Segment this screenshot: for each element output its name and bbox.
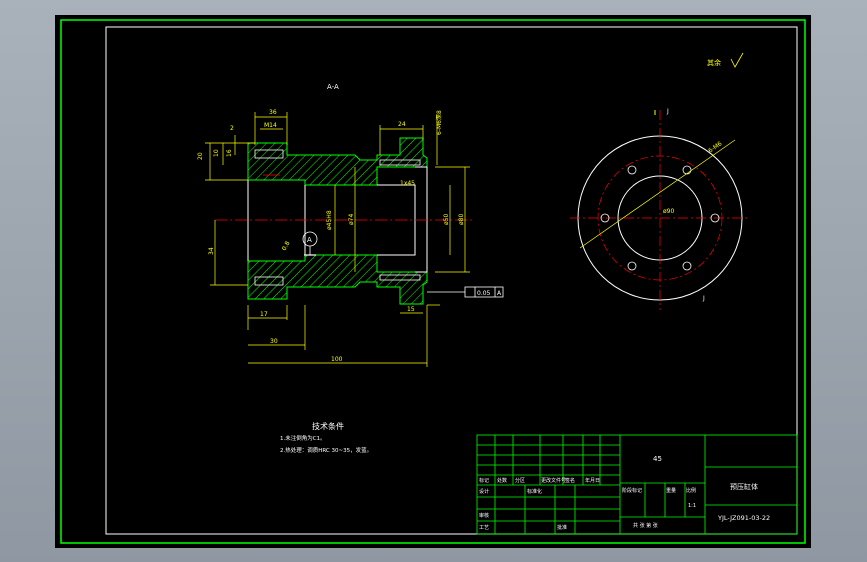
dim-17: 17 [260,311,268,318]
dim-74: ø74 [348,214,355,225]
dim-20: 20 [197,152,204,160]
dim-roughness: 0.8 [281,240,292,252]
bottom-wall-hatch [247,254,428,305]
tolerance-datum: A [497,290,502,297]
tb-zhongliang: 重量 [666,487,676,494]
tb-biaoji: 标记 [479,477,489,484]
dimension-texts: 36 M14 24 2 20 10 16 6-M6深8 1x45 ø45H8 ø… [197,109,465,363]
hole-top-left [254,149,284,159]
section-view [215,137,475,305]
tb-shenhe: 审核 [479,512,489,519]
tech-req-line2: 2.热处理：调质HRC 30~35，发蓝。 [280,446,372,454]
dim-34: 34 [208,247,215,255]
tech-req-line1: 1.未注倒角为C1。 [280,434,326,442]
dimension-lines [205,112,470,367]
section-label: A-A [327,83,339,91]
bolt-holes [600,165,720,271]
dim-m14: M14 [264,122,277,129]
tb-nianyue: 年月日 [585,477,600,484]
dim-bore-tol: ø45H8 [326,210,333,230]
top-wall-hatch [247,137,428,186]
end-dim-holes: 6-M6 [707,140,723,154]
tech-req-title: 技术条件 [312,421,344,431]
tb-gengai: 更改文件号 [541,477,566,484]
tb-fenqu: 分区 [515,477,525,484]
dim-30: 30 [270,338,278,345]
tb-gong: 共 张 第 张 [633,522,658,529]
dim-50: ø50 [443,214,450,225]
dim-15: 15 [407,306,415,313]
end-view: ø90 6-M6 J J [570,108,750,310]
tb-qianming: 签名 [565,477,575,484]
hole-bottom-right [379,274,421,281]
tb-bili: 比例 [686,487,696,494]
tb-pizhun: 批准 [557,524,567,531]
bore-right [415,166,428,273]
dim-2: 2 [230,125,234,132]
title-block-text: 45 预压缸体 YJL-JZ091-03-22 标记 处数 分区 更改文件号 签… [479,455,770,531]
tb-bili-val: 1:1 [688,503,696,509]
datum-letter: A [307,236,312,244]
title-block [476,434,798,535]
roughness-label: 其余 [707,58,721,67]
drawing-viewport[interactable]: A-A [55,15,811,548]
end-dim-phi: ø90 [663,208,674,215]
tb-drawing-no: YJL-JZ091-03-22 [717,514,770,522]
tb-gongyi: 工艺 [479,525,489,531]
tb-sheji: 设计 [479,488,489,495]
tb-part-name: 预压缸体 [730,482,758,491]
outer-border [60,19,806,544]
dim-80: ø80 [458,214,465,225]
dim-1: 1x45 [400,180,415,187]
svg-text:J: J [702,295,705,302]
tb-material: 45 [653,455,662,463]
tb-chushu: 处数 [497,477,507,484]
hole-top-right [379,159,421,166]
inner-border [105,26,798,535]
tb-biaozhunhua: 标准化 [527,488,542,495]
tolerance-value: 0.05 [477,290,491,297]
tb-jieduan: 阶段标记 [622,487,642,494]
cad-drawing: A-A [60,19,806,544]
dim-100: 100 [331,356,343,363]
hole-bottom-left [254,276,284,286]
dim-36: 36 [269,109,277,116]
dim-16: 16 [226,149,233,157]
dim-24: 24 [398,121,406,128]
svg-text:J: J [666,108,669,115]
dim-holes: 6-M6深8 [435,110,443,135]
dim-10: 10 [213,149,220,157]
